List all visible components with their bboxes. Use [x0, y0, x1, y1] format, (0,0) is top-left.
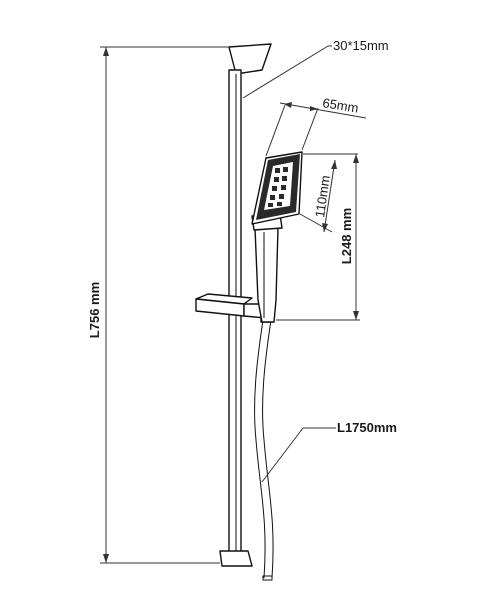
- head-width-arrow-left: [284, 102, 292, 108]
- rail-length-arrow-top: [103, 47, 109, 56]
- head-width-dimension: 65mm: [265, 95, 367, 157]
- head-width-arrow-right: [310, 106, 318, 111]
- handle-length-arrow-top: [353, 154, 359, 163]
- shower-head-nozzles: [268, 167, 288, 207]
- head-height-extension-bottom: [299, 213, 333, 233]
- head-width-label: 65mm: [322, 95, 360, 115]
- rail-section-callout: 30*15mm: [242, 38, 389, 99]
- head-height-dimension-line: [323, 159, 336, 233]
- hand-shower: [251, 151, 303, 323]
- rail-length-arrow-bottom: [103, 554, 109, 563]
- head-width-dimension-line: [279, 102, 367, 119]
- hose-length-callout: L1750mm: [261, 420, 397, 483]
- rail-top-cap: [228, 43, 272, 75]
- hose-length-leader: [261, 427, 304, 483]
- rail-length-label: L756 mm: [87, 282, 102, 338]
- rail-bottom-cap: [219, 550, 253, 567]
- head-width-extension-right: [301, 107, 319, 151]
- handle-length-dimension: L248 mm: [276, 154, 360, 321]
- head-height-dimension: 110mm: [299, 153, 358, 233]
- hose-left-edge: [254, 319, 266, 579]
- handle-length-arrow-bottom: [353, 311, 359, 320]
- rail-length-dimension: L756 mm: [87, 46, 238, 564]
- hose-length-label: L1750mm: [337, 420, 397, 435]
- head-width-extension-left: [265, 104, 286, 157]
- hose-right-edge: [262, 319, 274, 579]
- head-height-arrow-bottom: [322, 223, 328, 232]
- shower-hose: [254, 319, 274, 581]
- hose-end-connector: [262, 575, 273, 581]
- head-height-label: 110mm: [312, 174, 333, 218]
- head-height-arrow-top: [331, 160, 337, 169]
- rail-section-leader: [242, 45, 329, 99]
- rail-section-label: 30*15mm: [333, 38, 389, 53]
- handle-length-label: L248 mm: [339, 208, 354, 264]
